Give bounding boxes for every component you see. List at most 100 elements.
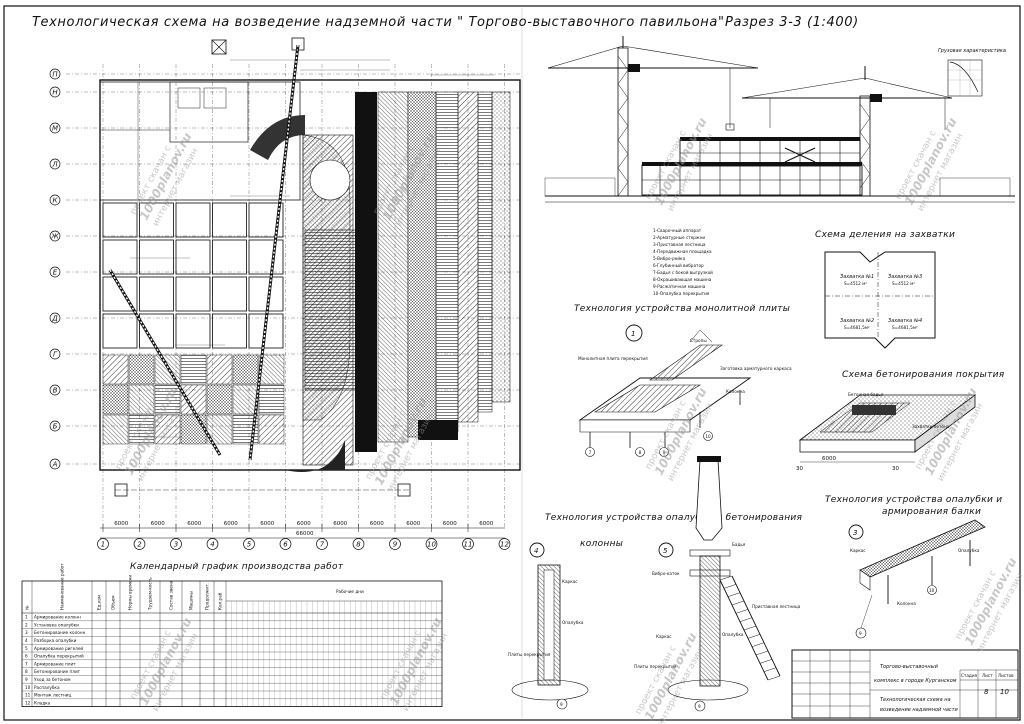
column-label-slabs-2: Плиты перекрытия (634, 664, 677, 669)
calendar-row-work: Бетонирование плит (34, 669, 81, 674)
column-technology: Технология устройства опалубки и бетонир… (508, 456, 803, 712)
column-axis-label: 6 (283, 541, 288, 549)
calendar-row-work: Кладка (34, 700, 51, 705)
span-dimension: 6000 (406, 521, 420, 527)
slab-label-slings: Стропы (690, 338, 707, 343)
calendar-row-number: 11 (25, 693, 31, 698)
calendar-column-header: Рабочие дни (336, 589, 364, 594)
title-block: Торгово-выставочный комплекс в городе Ку… (791, 649, 1019, 719)
span-dimension: 6000 (260, 521, 274, 527)
calendar-row-number: 8 (25, 669, 28, 674)
row-axis-label: Л (51, 161, 58, 169)
calendar-row-number: 5 (25, 646, 28, 651)
slab-technology: Технология устройства монолитной плиты 1… (574, 304, 792, 457)
row-axis-label: Г (53, 351, 58, 359)
calendar-row-number: 10 (25, 685, 31, 690)
column-label-bucket: Бадья (732, 542, 746, 547)
beam-technology: Технология устройства опалубки и армиров… (825, 495, 1002, 639)
section-drawing: Грузовая характеристика (544, 36, 1015, 203)
zone-label: Захватка №1 (840, 274, 874, 280)
slab-callout: 9 (663, 450, 666, 455)
watermark-5: проект скачан с 1000planov.ru интернет м… (379, 615, 451, 713)
watermark-7: проект скачан с 1000planov.ru интернет м… (644, 115, 716, 213)
legend-item: 2-Арматурные стержни (653, 235, 705, 240)
calendar-row-number: 6 (25, 654, 28, 659)
beam-label-column: Колонна (897, 601, 916, 606)
stamp-sheet-number: 8 (984, 688, 989, 696)
column-axis-marker: 8 (352, 538, 365, 550)
beam-number: 3 (853, 529, 857, 537)
calendar-title: Календарный график производства работ (130, 562, 344, 572)
calendar-row-work: Бетонирование колонн (34, 630, 86, 635)
column-axis-marker: 11 (462, 538, 474, 550)
column-axis-label: 11 (464, 541, 473, 549)
legend-item: 5-Вибро-рейка (653, 256, 686, 261)
calendar-column-header: Трудоем-кость (148, 577, 153, 611)
span-dimension: 6000 (479, 521, 493, 527)
zone-area: S=4512 м² (892, 281, 915, 286)
slab-number: 1 (631, 330, 635, 338)
calendar-column-header: Машины (189, 591, 194, 610)
column-axis-marker: 12 (498, 538, 511, 550)
column-axis-label: 4 (210, 541, 214, 549)
row-axis-label: Д (51, 315, 58, 323)
calendar-column-header: № (25, 605, 30, 610)
watermark-1: проект скачан с 1000planov.ru интернет м… (129, 130, 201, 228)
beam-callout-9: 9 (859, 631, 862, 636)
zone-label: Захватка №2 (840, 318, 874, 324)
column-axis-label: 1 (101, 541, 105, 549)
row-axis-label: Ж (50, 233, 59, 241)
stamp-line4: возведение надземной части (880, 707, 959, 713)
row-axis-label: Б (53, 423, 58, 431)
zone-area: S=4681,5м² (892, 325, 918, 330)
concrete-scheme: Схема бетонирования покрытия Бетонная ба… (796, 370, 1004, 472)
calendar-row-number: 9 (25, 677, 28, 682)
calendar-row-work: Армирование плит (34, 661, 76, 666)
beam-title-1: Технология устройства опалубки и (825, 495, 1002, 505)
span-dimension: 6000 (297, 521, 311, 527)
row-axis-marker: К (49, 194, 61, 206)
zone-area: S=4512 м² (844, 281, 867, 286)
calendar-row-number: 2 (25, 622, 28, 627)
floor-plan (66, 37, 521, 528)
span-dimension: 6000 (187, 521, 201, 527)
row-axis-label: Е (53, 269, 58, 277)
span-dimension: 6000 (114, 521, 128, 527)
calendar-column-header: Состав звена (169, 580, 174, 610)
row-axis-label: П (52, 71, 58, 79)
column-label-ladder: Приставная лестница (752, 604, 801, 609)
legend-item: 9-Расжатичная машина (653, 284, 706, 289)
column-label-cage-2: Каркас (656, 634, 672, 639)
slab-label-monolith: Монолитная плита перекрытия (578, 356, 648, 361)
legend-item: 10-Опалубка перекрытия (653, 291, 710, 296)
legend-item: 3-Приставная лестница (653, 242, 706, 247)
beam-label-formwork: Опалубка (958, 548, 980, 553)
watermark-6: проект скачан с 1000planov.ru интернет м… (129, 615, 201, 713)
row-axis-marker: Г (49, 348, 61, 360)
calendar-row-number: 4 (25, 638, 28, 643)
column-axis-label: 2 (137, 541, 142, 549)
span-dimension: 6000 (333, 521, 347, 527)
row-axis-marker: М (49, 122, 61, 134)
concrete-side-dim-right: 30 (892, 466, 899, 472)
calendar-column-header: Нормы времени (128, 575, 133, 610)
row-axis-label: В (53, 387, 58, 395)
column-axis-marker: 9 (389, 538, 401, 550)
column-title: Технология устройства опалубки и бетонир… (545, 513, 803, 523)
row-axis-label: А (52, 461, 58, 469)
watermark-8: проект скачан с 1000planov.ru интернет м… (894, 115, 966, 213)
calendar-row-work: Армирование колонн (34, 615, 81, 620)
column-axis-marker: 10 (425, 538, 438, 550)
column-axis-label: 12 (500, 541, 509, 549)
concrete-side-dim-left: 30 (796, 466, 803, 472)
calendar-row-work: Разборка опалубки (34, 638, 77, 643)
column-axis-marker: 4 (206, 538, 219, 550)
calendar-row-work: Установка опалубки (34, 622, 79, 627)
overall-dimension: 66000 (296, 531, 314, 537)
column-label-vibrator: Вибро-каток (652, 571, 680, 576)
column-axis-label: 9 (393, 541, 398, 549)
stamp-stage-label: Стадия (961, 673, 978, 678)
row-axis-marker: П (49, 68, 61, 80)
column-axis-label: 10 (427, 541, 436, 549)
